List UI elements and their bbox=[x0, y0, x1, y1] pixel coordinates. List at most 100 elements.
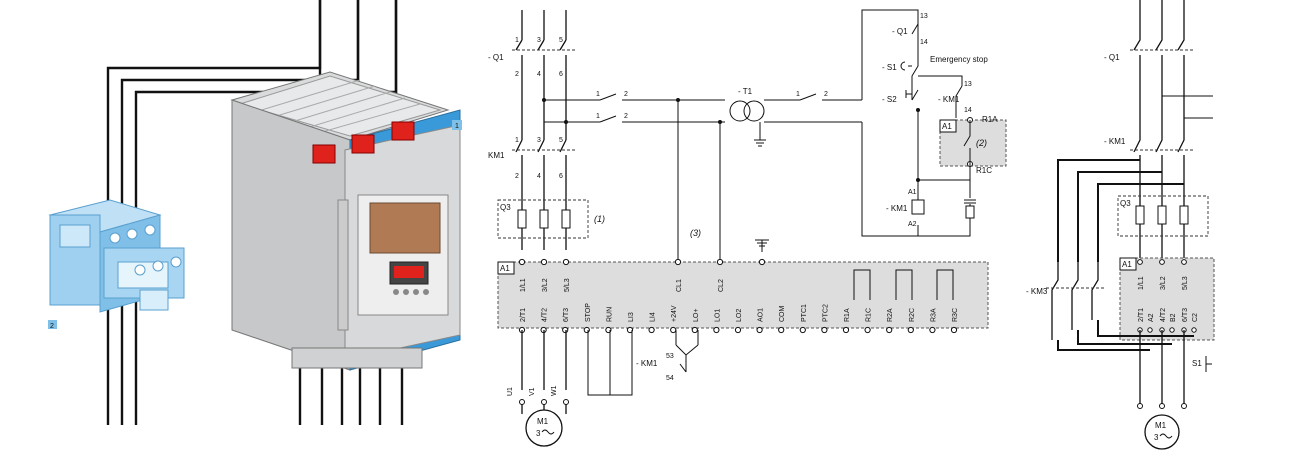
terminal-bottom-label-9: LO1 bbox=[714, 309, 721, 322]
km1-aux-label: - KM1 bbox=[938, 95, 960, 104]
q1-pole-4: 4 bbox=[537, 71, 541, 78]
terminal-bottom-label-11: AO1 bbox=[758, 308, 765, 322]
motor-label: M1 bbox=[537, 417, 549, 426]
right-terminal-bottom-label-1: A2 bbox=[1148, 313, 1155, 322]
right-terminal-top-label-2: 5/L3 bbox=[1182, 276, 1189, 290]
right-q3-label: Q3 bbox=[1120, 199, 1131, 208]
km1-aux-54: 54 bbox=[666, 375, 674, 382]
callout-2: 2 bbox=[50, 323, 54, 330]
motor-phase-label: 3 bbox=[536, 429, 541, 438]
q3-label: Q3 bbox=[500, 203, 511, 212]
right-terminal-top-1 bbox=[1159, 259, 1165, 265]
terminal-bottom-label-10: LO2 bbox=[736, 309, 743, 322]
terminal-bottom-label-5: LI3 bbox=[628, 312, 635, 322]
r1a-label: R1A bbox=[982, 115, 998, 124]
soft-starter-illustration: 1 bbox=[230, 71, 462, 371]
terminal-bottom-7 bbox=[670, 326, 677, 334]
q1-aux-14: 14 bbox=[920, 39, 928, 46]
terminal-bottom-label-1: 4/T2 bbox=[542, 308, 549, 322]
terminal-top-label-4: CL2 bbox=[718, 279, 725, 292]
right-terminal-top-label-0: 1/L1 bbox=[1138, 276, 1145, 290]
terminal-bottom-label-16: R1C bbox=[866, 308, 873, 322]
terminal-top-label-0: 1/L1 bbox=[520, 278, 527, 292]
note-3: (3) bbox=[690, 228, 701, 238]
terminal-bottom-16 bbox=[864, 326, 871, 334]
motor-symbol bbox=[525, 409, 563, 447]
switch-c-2: 2 bbox=[824, 91, 828, 98]
switch-a-2: 2 bbox=[624, 91, 628, 98]
right-km1-label: - KM1 bbox=[1104, 137, 1126, 146]
terminal-top-2 bbox=[562, 258, 570, 266]
terminal-bottom-label-8: LO+ bbox=[693, 309, 700, 322]
a1-main-label: A1 bbox=[500, 264, 510, 273]
terminal-bottom-17 bbox=[886, 326, 893, 334]
switch-a-1: 1 bbox=[596, 91, 600, 98]
terminal-bottom-label-19: R3A bbox=[930, 308, 937, 322]
motor-circuit: 53 54 - KM1 U1 V1 W1 M1 3 bbox=[507, 330, 699, 447]
km1-pole-4: 4 bbox=[537, 173, 541, 180]
terminal-bottom-label-12: COM bbox=[779, 306, 786, 323]
terminal-bottom-label-4: RUN bbox=[606, 307, 613, 322]
switch-b-1: 1 bbox=[596, 113, 600, 120]
callout-1: 1 bbox=[455, 123, 459, 130]
right-motor-label: M1 bbox=[1155, 421, 1167, 430]
coil-a1-label: A1 bbox=[908, 189, 917, 196]
km1-aux-13: 13 bbox=[964, 81, 972, 88]
terminal-bottom-label-15: R1A bbox=[844, 308, 851, 322]
s1-label: - S1 bbox=[882, 63, 897, 72]
q1-label: - Q1 bbox=[488, 53, 504, 62]
terminal-bottom-label-18: R2C bbox=[909, 308, 916, 322]
terminal-bottom-label-3: STOP bbox=[585, 303, 592, 322]
terminal-bottom-6 bbox=[648, 326, 655, 334]
km1-coil-label: - KM1 bbox=[886, 204, 908, 213]
power-circuit: 1 3 5 2 4 6 - Q1 KM1 1 3 5 2 4 6 Q3 (1) bbox=[488, 10, 605, 250]
terminal-bottom-label-13: PTC1 bbox=[801, 304, 808, 322]
motor-w1: W1 bbox=[551, 385, 558, 396]
right-terminal-bottom-label-3: B2 bbox=[1170, 313, 1177, 322]
terminal-bottom-9 bbox=[713, 326, 720, 334]
terminal-bottom-19 bbox=[929, 326, 936, 334]
right-terminal-bottom-1 bbox=[1147, 327, 1153, 333]
control-supply: 1 2 1 2 (3) - T1 1 2 bbox=[542, 87, 862, 262]
note-1: (1) bbox=[594, 214, 605, 224]
control-circuit: 13 14 - Q1 - S1 Emergency stop - S2 13 1… bbox=[861, 9, 1007, 237]
q1-pole-3: 3 bbox=[537, 37, 541, 44]
km1-pole-1: 1 bbox=[515, 137, 519, 144]
km1-aux-53: 53 bbox=[666, 353, 674, 360]
switch-c-1: 1 bbox=[796, 91, 800, 98]
terminal-bottom-12 bbox=[778, 326, 785, 334]
km1-pole-5: 5 bbox=[559, 137, 563, 144]
terminal-top-label-1: 3/L2 bbox=[542, 278, 549, 292]
km1-pole-6: 6 bbox=[559, 173, 563, 180]
right-s1-label: S1 bbox=[1192, 359, 1202, 368]
note-2: (2) bbox=[976, 138, 987, 148]
terminal-bottom-label-20: R3C bbox=[952, 308, 959, 322]
right-terminal-bottom-5 bbox=[1191, 327, 1197, 333]
terminal-bottom-10 bbox=[734, 326, 742, 334]
right-terminal-top-2 bbox=[1181, 259, 1187, 265]
terminal-bottom-15 bbox=[842, 326, 850, 334]
terminal-bottom-8 bbox=[691, 326, 698, 334]
right-terminal-bottom-label-2: 4/T2 bbox=[1160, 308, 1167, 322]
terminal-bottom-18 bbox=[907, 326, 914, 334]
right-terminal-bottom-label-0: 2/T1 bbox=[1138, 308, 1145, 322]
right-terminal-bottom-3 bbox=[1169, 327, 1175, 333]
s2-label: - S2 bbox=[882, 95, 897, 104]
terminal-bottom-2 bbox=[562, 326, 569, 334]
terminal-top-0 bbox=[518, 258, 526, 266]
right-q1-label: - Q1 bbox=[1104, 53, 1120, 62]
q1-pole-2: 2 bbox=[515, 71, 519, 78]
terminal-bottom-label-0: 2/T1 bbox=[520, 308, 527, 322]
terminal-top-4 bbox=[716, 258, 724, 266]
terminal-bottom-label-14: PTC2 bbox=[822, 304, 829, 322]
km1-pole-2: 2 bbox=[515, 173, 519, 180]
terminal-bottom-3 bbox=[583, 326, 590, 334]
terminal-bottom-label-2: 6/T3 bbox=[563, 308, 570, 322]
right-terminal-bottom-label-5: C2 bbox=[1192, 313, 1199, 322]
terminal-bottom-14 bbox=[821, 326, 828, 334]
q1-pole-5: 5 bbox=[559, 37, 563, 44]
motor-u1: U1 bbox=[507, 387, 514, 396]
